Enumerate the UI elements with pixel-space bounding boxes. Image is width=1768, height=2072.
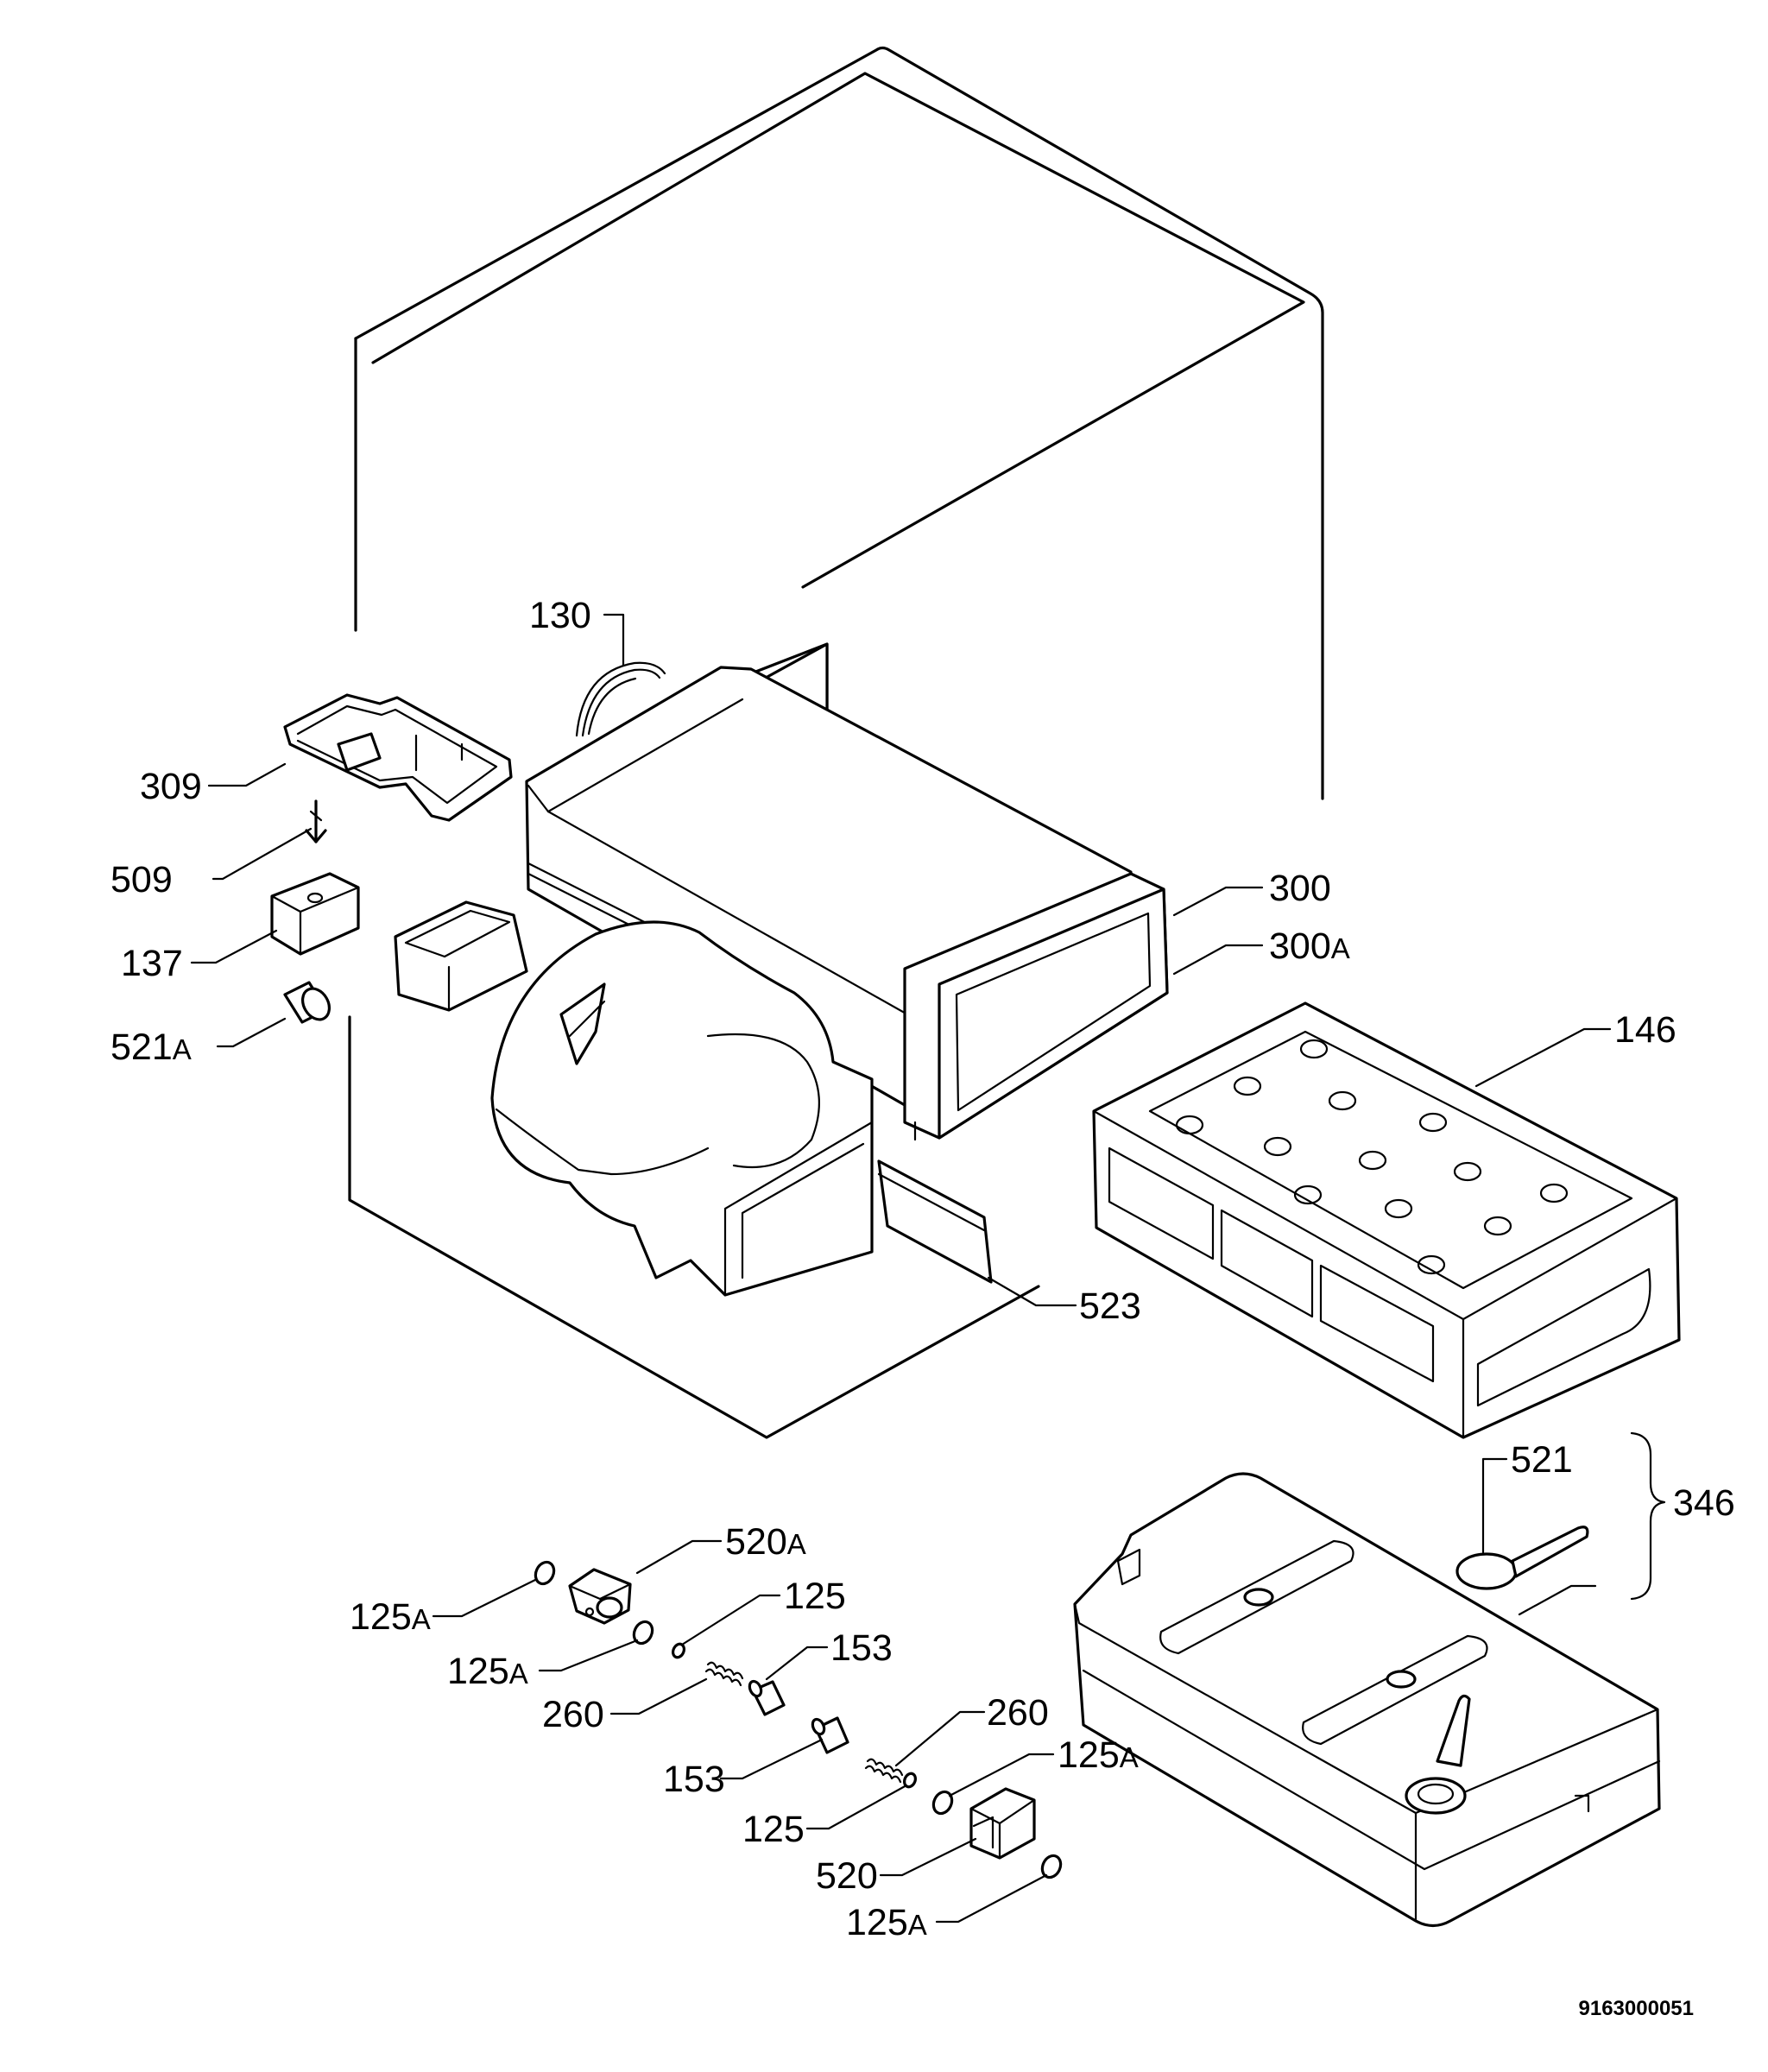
springs <box>704 1661 904 1784</box>
label-125-1: 125 <box>784 1576 846 1617</box>
cabinet-outline <box>348 46 1324 1439</box>
label-153-2: 153 <box>663 1759 725 1800</box>
label-520a: 520A <box>725 1521 806 1563</box>
label-300: 300 <box>1269 868 1331 909</box>
label-125-2: 125 <box>742 1809 805 1850</box>
label-125a-1: 125A <box>350 1596 431 1638</box>
valve-housing-upper-part <box>568 1568 632 1625</box>
label-153-1: 153 <box>830 1627 893 1669</box>
label-521: 521 <box>1511 1439 1573 1481</box>
label-125a-3: 125A <box>1058 1734 1139 1776</box>
control-board-part <box>283 693 513 822</box>
label-520: 520 <box>816 1855 878 1897</box>
label-260-2: 260 <box>987 1692 1049 1734</box>
label-137: 137 <box>121 943 183 984</box>
drawing-code: 9163000051 <box>1579 1997 1694 2020</box>
sleeve-part <box>283 981 332 1024</box>
pistons <box>748 1679 849 1754</box>
label-125a-2: 125A <box>447 1651 528 1692</box>
label-523: 523 <box>1079 1286 1141 1327</box>
label-509: 509 <box>110 859 173 900</box>
label-125a-4: 125A <box>846 1902 927 1943</box>
sensor-block-part <box>270 872 360 956</box>
water-container-part <box>1073 1472 1661 1928</box>
valve-housing-lower-part <box>969 1787 1036 1860</box>
scoop-part <box>1455 1526 1589 1590</box>
label-146: 146 <box>1614 1009 1676 1051</box>
air-duct-assembly-part <box>394 642 1169 1297</box>
fastener-pin-part <box>305 799 327 843</box>
part-labels: 130 309 509 137 521A 300 300A 146 523 52… <box>110 595 1735 1943</box>
label-346: 346 <box>1673 1482 1735 1524</box>
heater-element-part <box>575 661 666 737</box>
label-260-1: 260 <box>542 1694 604 1735</box>
condenser-filter-part <box>1092 1001 1681 1439</box>
label-309: 309 <box>140 766 202 807</box>
label-130: 130 <box>529 595 591 636</box>
label-300a: 300A <box>1269 925 1350 967</box>
label-521a: 521A <box>110 1027 192 1068</box>
leader-lines <box>190 613 1666 1924</box>
